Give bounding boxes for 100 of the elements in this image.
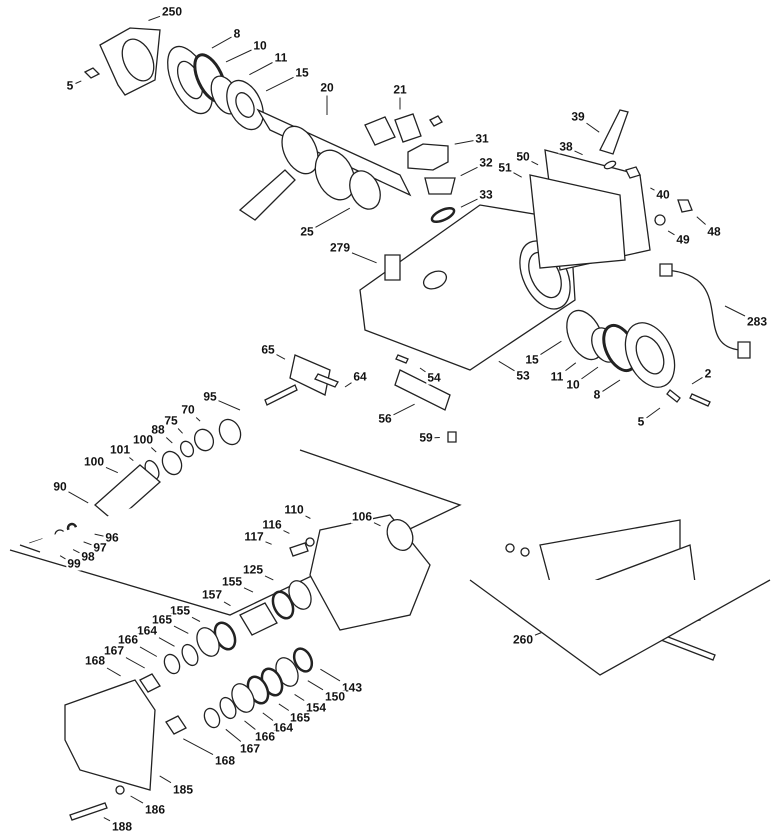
leader-line (294, 694, 305, 701)
leader-line (393, 404, 416, 416)
callout-number: 21 (392, 84, 408, 96)
leader-line (420, 368, 426, 372)
callout-number: 96 (104, 532, 120, 544)
callout-number: 110 (283, 504, 305, 516)
leader-line (225, 728, 242, 742)
leader-line (498, 360, 515, 372)
leader-line (148, 16, 160, 21)
leader-line (174, 626, 189, 634)
leader-line (182, 738, 214, 756)
leader-line (224, 601, 231, 606)
callout-number: 185 (172, 784, 194, 796)
callout-number: 167 (238, 742, 262, 756)
callout-number: 49 (675, 234, 691, 246)
leader-line (178, 428, 184, 434)
callout-number: 116 (261, 518, 283, 532)
callout-number: 48 (706, 226, 722, 238)
leader-line (460, 166, 478, 176)
leader-line (344, 382, 352, 388)
leader-line (434, 437, 440, 438)
callout-number: 8 (232, 28, 242, 40)
callout-number: 99 (66, 558, 82, 570)
leader-line (159, 775, 172, 784)
callout-number: 100 (132, 434, 154, 446)
callout-number: 2 (704, 368, 712, 380)
leader-line (574, 150, 584, 156)
callout-number: 154 (304, 702, 328, 714)
callout-number: 165 (288, 712, 312, 724)
callout-number: 167 (102, 644, 126, 658)
callout-number: 39 (570, 110, 586, 124)
callout-number: 166 (254, 730, 276, 744)
callout-number: 260 (512, 634, 534, 646)
leader-line (352, 252, 378, 264)
leader-line (150, 447, 157, 452)
callout-number: 90 (52, 480, 68, 494)
leader-line (103, 817, 110, 822)
leader-line (534, 632, 542, 636)
leader-line (283, 530, 290, 534)
callout-number: 117 (243, 530, 265, 544)
callout-number: 70 (180, 404, 196, 416)
leader-line (307, 680, 324, 690)
leader-line (248, 62, 273, 76)
callout-number: 100 (82, 456, 106, 468)
callout-number: 53 (515, 370, 531, 382)
leader-line (454, 140, 474, 145)
leader-line (668, 230, 675, 236)
leader-line (262, 712, 274, 721)
callout-number: 33 (478, 188, 494, 202)
leader-line (265, 541, 272, 545)
callout-number: 283 (746, 316, 768, 328)
callout-number: 38 (558, 140, 574, 154)
leader-line (278, 703, 290, 711)
callout-number: 155 (168, 604, 192, 618)
leader-line (581, 366, 598, 380)
leader-line (158, 637, 175, 647)
leader-line (460, 198, 478, 208)
leader-line (266, 76, 294, 92)
leader-line (68, 491, 89, 504)
leader-line (192, 616, 200, 622)
callout-number: 279 (328, 242, 352, 254)
leader-line (565, 362, 576, 372)
callout-number: 54 (426, 372, 442, 384)
leader-line (126, 657, 146, 668)
callout-number: 20 (319, 82, 335, 94)
callout-number: 40 (655, 188, 671, 202)
callout-number: 165 (150, 614, 174, 626)
callout-number: 166 (116, 634, 140, 646)
callout-number: 5 (636, 416, 646, 428)
callout-number: 11 (550, 370, 564, 384)
leader-line (724, 306, 746, 316)
callout-number: 56 (377, 412, 393, 426)
leader-line (128, 457, 134, 462)
leader-line (211, 36, 232, 49)
leader-line (264, 575, 274, 580)
callout-number: 101 (108, 444, 132, 456)
leader-line (75, 80, 82, 84)
callout-number: 5 (66, 80, 74, 92)
leader-line (326, 95, 328, 116)
leader-line (531, 160, 539, 166)
callout-number: 106 (350, 510, 374, 524)
callout-number: 51 (497, 162, 513, 174)
leader-line (60, 555, 66, 560)
leader-line (130, 796, 144, 804)
leader-line (276, 354, 286, 360)
leader-line (696, 216, 706, 225)
callout-number: 168 (84, 654, 106, 668)
callout-number: 8 (592, 388, 602, 402)
callout-number: 64 (352, 370, 368, 384)
leader-line (94, 534, 104, 537)
callout-number: 155 (220, 576, 244, 588)
callout-number: 15 (294, 66, 310, 80)
leader-line (226, 50, 252, 62)
leader-line (602, 380, 620, 392)
leader-line (218, 400, 240, 410)
leader-line (320, 668, 340, 682)
leader-line (140, 646, 158, 657)
leader-line (540, 340, 562, 356)
callout-number: 95 (202, 390, 218, 404)
callout-number: 98 (80, 550, 96, 564)
